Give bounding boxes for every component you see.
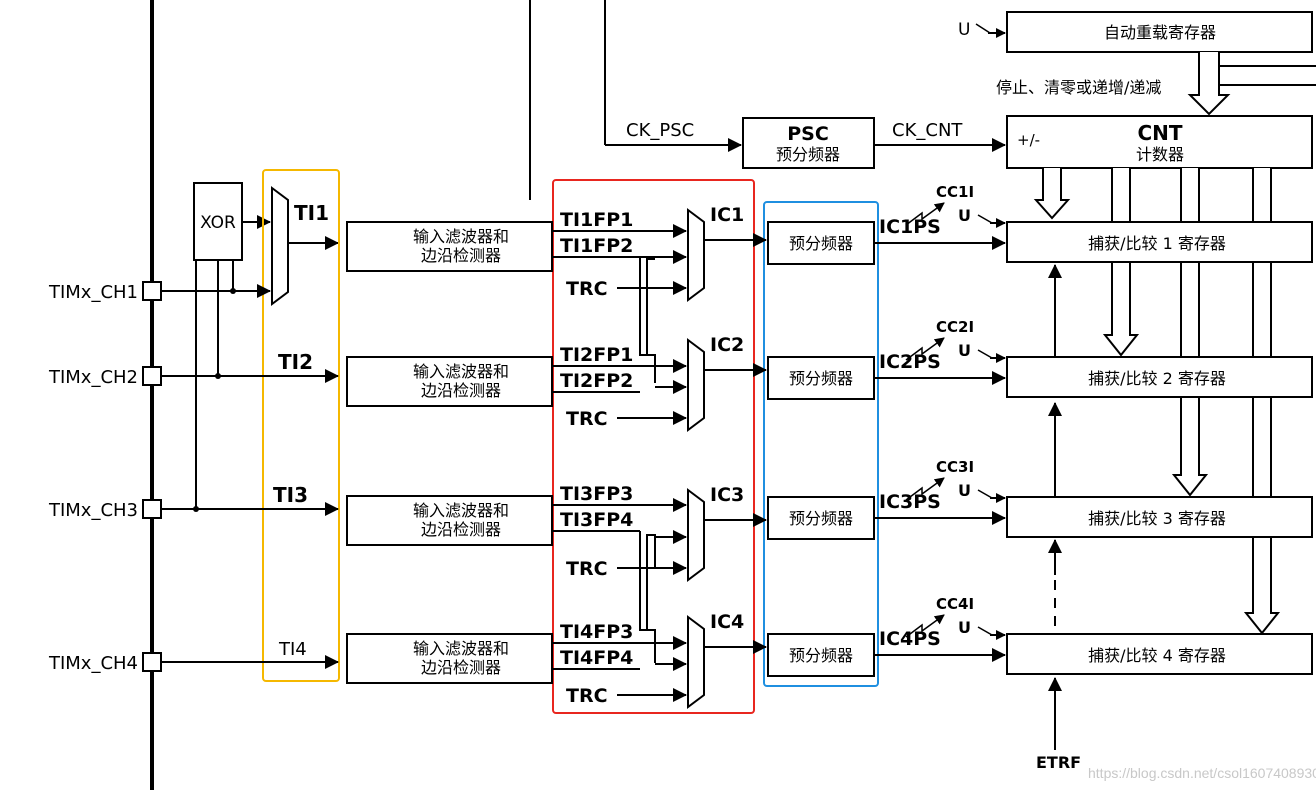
ccr-label: 捕获/比较 1 寄存器 <box>1088 234 1226 253</box>
fp-b-label: TI3FP4 <box>560 509 633 531</box>
ic-prescaler-label: 预分频器 <box>789 509 853 528</box>
trc-label: TRC <box>566 558 608 580</box>
pin-label: TIMx_CH1 <box>48 282 138 303</box>
ic-mux <box>687 488 705 582</box>
xor-label: XOR <box>200 213 236 233</box>
etrf-label: ETRF <box>1036 753 1081 772</box>
arr-u-label: U <box>958 20 970 40</box>
ti-label: TI1 <box>294 201 329 225</box>
watermark: https://blog.csdn.net/csol1607408930 <box>1088 765 1316 781</box>
ic-mux <box>687 615 705 709</box>
pin-square <box>142 366 162 386</box>
filter-box <box>346 356 553 407</box>
fp-a-label: TI2FP1 <box>560 344 633 366</box>
fp-b-label: TI4FP4 <box>560 647 633 669</box>
ic-label: IC3 <box>710 484 744 506</box>
ic-prescaler-label: 预分频器 <box>789 369 853 388</box>
filter-line2: 边沿检测器 <box>421 381 501 400</box>
trc-label: TRC <box>566 685 608 707</box>
psc-title: PSC <box>787 123 829 145</box>
ic-group-box <box>552 179 755 714</box>
ic-mux <box>687 208 705 302</box>
ccr-label: 捕获/比较 4 寄存器 <box>1088 646 1226 665</box>
filter-line2: 边沿检测器 <box>421 246 501 265</box>
ic-label: IC4 <box>710 611 744 633</box>
capture-compare-register <box>1006 633 1313 675</box>
capture-compare-register <box>1006 496 1313 538</box>
ti-label: TI4 <box>278 639 307 660</box>
u-label: U <box>958 206 971 225</box>
u-label: U <box>958 481 971 500</box>
cnt-block: +/- CNT 计数器 <box>1006 115 1313 169</box>
ccr-label: 捕获/比较 2 寄存器 <box>1088 369 1226 388</box>
filter-box <box>346 633 553 684</box>
ti-label: TI2 <box>278 350 313 374</box>
ck-psc-label: CK_PSC <box>626 120 694 141</box>
fp-b-label: TI1FP2 <box>560 235 633 257</box>
cc-interrupt-label: CC1I <box>936 183 974 201</box>
cnt-sub: 计数器 <box>1136 145 1184 164</box>
ic-prescaler-label: 预分频器 <box>789 646 853 665</box>
icps-label: IC1PS <box>879 216 941 238</box>
xor-gate: XOR <box>193 182 243 261</box>
filter-line1: 输入滤波器和 <box>413 362 509 381</box>
filter-line1: 输入滤波器和 <box>413 501 509 520</box>
fp-b-label: TI2FP2 <box>560 370 633 392</box>
psc-block: PSC 预分频器 <box>742 117 875 169</box>
filter-line2: 边沿检测器 <box>421 658 501 677</box>
pin-square <box>142 281 162 301</box>
filter-box <box>346 495 553 546</box>
ic-prescaler-label: 预分频器 <box>789 234 853 253</box>
ck-cnt-label: CK_CNT <box>892 120 963 141</box>
fp-a-label: TI4FP3 <box>560 621 633 643</box>
pin-label: TIMx_CH3 <box>48 500 138 521</box>
ti1-mux <box>271 186 289 306</box>
pin-square <box>142 499 162 519</box>
ti-group-box <box>262 169 340 682</box>
filter-line1: 输入滤波器和 <box>413 227 509 246</box>
ps-group-box <box>763 201 879 687</box>
fp-a-label: TI1FP1 <box>560 209 633 231</box>
pin-square <box>142 652 162 672</box>
icps-label: IC2PS <box>879 351 941 373</box>
pin-label: TIMx_CH2 <box>48 367 138 388</box>
pin-label: TIMx_CH4 <box>48 653 138 674</box>
fp-a-label: TI3FP3 <box>560 483 633 505</box>
cc-interrupt-label: CC3I <box>936 458 974 476</box>
psc-sub: 预分频器 <box>776 145 840 164</box>
ic-prescaler-box <box>767 496 875 540</box>
icps-label: IC3PS <box>879 491 941 513</box>
auto-reload-register: 自动重载寄存器 <box>1006 11 1313 53</box>
ic-label: IC1 <box>710 204 744 226</box>
u-label: U <box>958 618 971 637</box>
cnt-sign: +/- <box>1017 131 1040 149</box>
cnt-title: CNT <box>1137 121 1182 145</box>
filter-box <box>346 221 553 272</box>
u-label: U <box>958 341 971 360</box>
icps-label: IC4PS <box>879 628 941 650</box>
trc-label: TRC <box>566 408 608 430</box>
ic-mux <box>687 338 705 432</box>
filter-line2: 边沿检测器 <box>421 520 501 539</box>
arr-label: 自动重载寄存器 <box>1104 23 1216 42</box>
ti-label: TI3 <box>273 483 308 507</box>
filter-line1: 输入滤波器和 <box>413 639 509 658</box>
trc-label: TRC <box>566 278 608 300</box>
ic-prescaler-box <box>767 221 875 265</box>
ic-prescaler-box <box>767 633 875 677</box>
ccr-label: 捕获/比较 3 寄存器 <box>1088 509 1226 528</box>
capture-compare-register <box>1006 356 1313 398</box>
cc-interrupt-label: CC4I <box>936 595 974 613</box>
cc-interrupt-label: CC2I <box>936 318 974 336</box>
ic-label: IC2 <box>710 334 744 356</box>
capture-compare-register <box>1006 221 1313 263</box>
ctrl-label: 停止、清零或递增/递减 <box>996 78 1161 97</box>
